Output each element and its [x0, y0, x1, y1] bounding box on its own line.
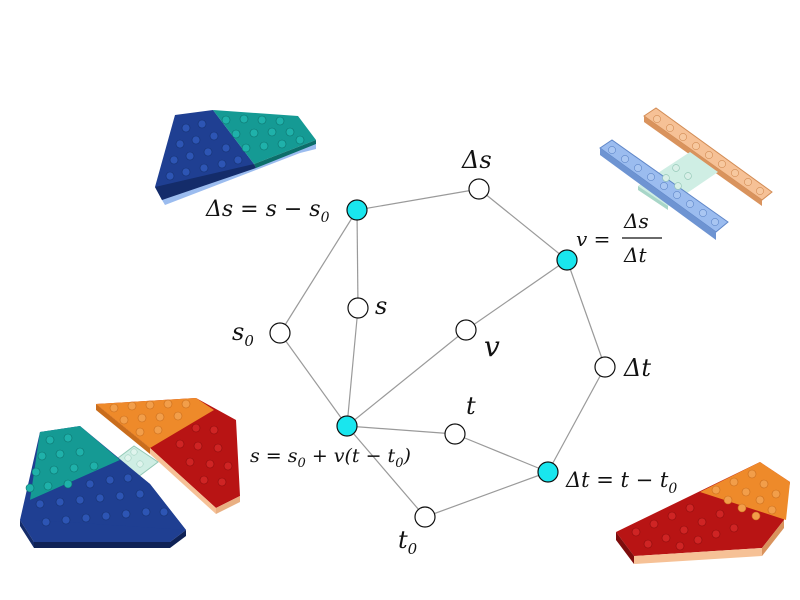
edge-v-to-v-def	[465, 259, 568, 331]
label-t: t	[466, 392, 476, 420]
label-deltas: Δs	[461, 146, 492, 174]
node-v	[455, 319, 477, 341]
edge-deltas-to-v-def	[478, 188, 568, 261]
edge-s-eq-to-v	[346, 329, 467, 427]
label-v-def-lhs: v =	[576, 227, 610, 251]
label-deltat-def: Δt = t − t0	[565, 468, 677, 497]
node-v-def	[556, 249, 578, 271]
edge-t-to-deltat-def	[454, 433, 549, 473]
node-t	[444, 423, 466, 445]
label-v-def: v = Δs Δt	[576, 209, 662, 267]
lego-wedge-plate-red-orange-icon	[616, 462, 790, 564]
lego-plates-blue-orange-icon	[599, 107, 773, 240]
edge-deltas-def-to-deltas	[356, 188, 480, 211]
label-v: v	[484, 330, 500, 363]
label-s: s	[375, 292, 387, 320]
edge-s-to-s-eq	[346, 307, 359, 427]
node-t0	[414, 506, 436, 528]
node-deltas-def	[346, 199, 368, 221]
label-s-eq: s = s0 + v(t − t0)	[250, 445, 411, 471]
edge-deltat-to-deltat-def	[547, 366, 606, 473]
graph-labels: Δs Δs = s − s0 v = Δs Δt s s0 v Δt t s =…	[205, 146, 677, 558]
node-deltat	[594, 356, 616, 378]
label-s0: s0	[232, 318, 254, 350]
label-deltas-def: Δs = s − s0	[205, 197, 330, 226]
graph-nodes	[269, 178, 616, 528]
label-deltat: Δt	[623, 354, 651, 382]
graph-edges	[279, 188, 606, 518]
edge-s0-to-deltas-def	[279, 209, 358, 334]
edge-s-eq-to-t	[346, 425, 456, 435]
label-t0: t0	[398, 526, 418, 558]
edge-deltat-def-to-t0	[424, 471, 549, 518]
node-s0	[269, 322, 291, 344]
node-s	[347, 297, 369, 319]
edge-t0-to-s-eq	[346, 425, 426, 518]
lego-wedge-plate-navy-teal-icon	[155, 110, 316, 205]
edge-s-eq-to-s0	[279, 332, 348, 427]
label-v-def-numerator: Δs	[623, 209, 649, 233]
node-s-eq	[336, 415, 358, 437]
lego-wedge-plates-four-color-icon	[20, 398, 240, 548]
node-deltat-def	[537, 461, 559, 483]
edge-v-def-to-deltat	[566, 259, 606, 368]
node-deltas	[468, 178, 490, 200]
edge-deltas-def-to-s	[356, 209, 359, 309]
label-v-def-denominator: Δt	[623, 243, 647, 267]
